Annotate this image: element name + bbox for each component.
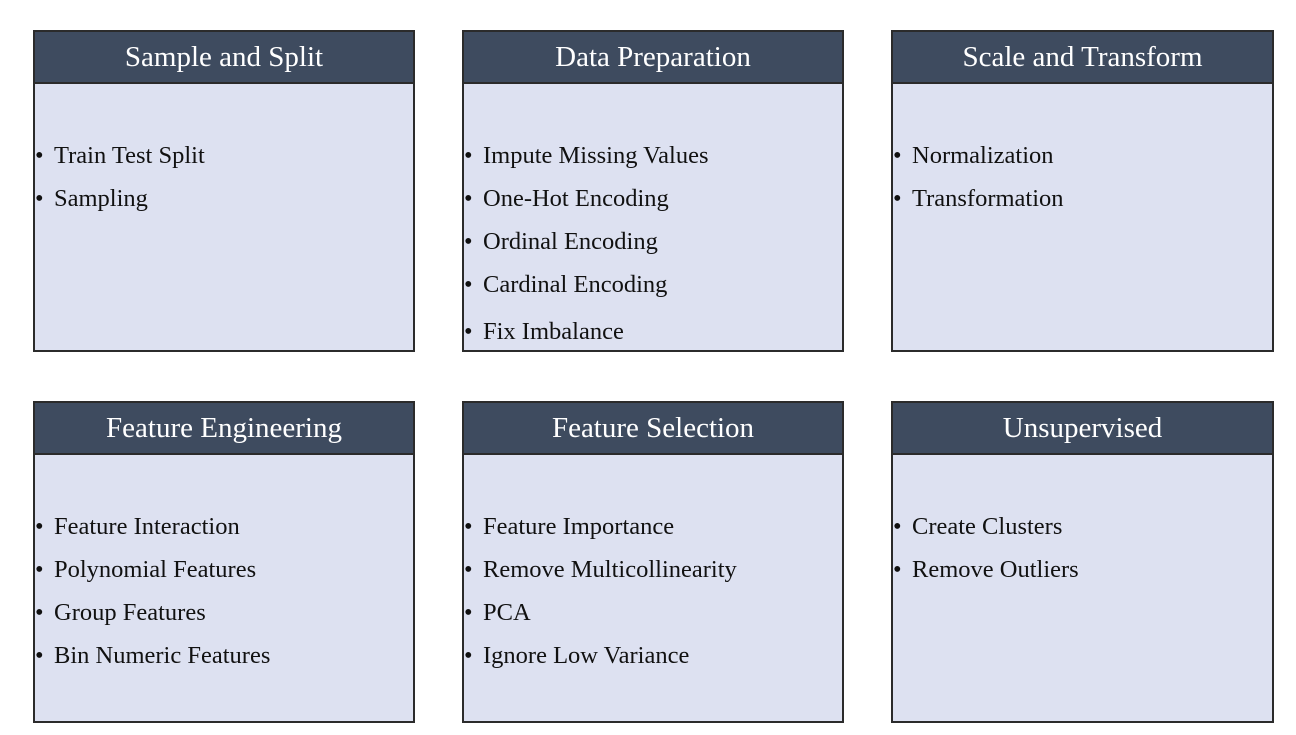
- list-item: • Feature Importance: [464, 505, 842, 548]
- list-item: • Remove Outliers: [893, 548, 1272, 591]
- card-title: Feature Selection: [464, 403, 842, 455]
- bullet-icon: •: [893, 185, 902, 212]
- card-item-list: • Create Clusters • Remove Outliers: [893, 505, 1272, 591]
- card-title: Unsupervised: [893, 403, 1272, 455]
- bullet-icon: •: [464, 228, 473, 255]
- card-item-list: • Feature Importance • Remove Multicollinea…: [464, 505, 842, 677]
- card-title: Sample and Split: [35, 32, 413, 84]
- list-item-label: Normalization: [912, 142, 1054, 169]
- list-item: • Group Features: [35, 591, 413, 634]
- bullet-icon: •: [464, 271, 473, 298]
- bullet-icon: •: [464, 318, 473, 345]
- list-item: • Normalization: [893, 134, 1272, 177]
- list-item: • Ignore Low Variance: [464, 634, 842, 677]
- list-item: • Cardinal Encoding: [464, 263, 842, 306]
- bullet-icon: •: [893, 142, 902, 169]
- card-sample-and-split: Sample and Split • Train Test Split • Sampl…: [33, 30, 415, 352]
- bullet-icon: •: [464, 556, 473, 583]
- bullet-icon: •: [464, 185, 473, 212]
- list-item-label: Remove Outliers: [912, 556, 1079, 583]
- card-feature-engineering: Feature Engineering • Feature Interaction…: [33, 401, 415, 723]
- bullet-icon: •: [35, 599, 44, 626]
- bullet-icon: •: [464, 142, 473, 169]
- bullet-icon: •: [35, 185, 44, 212]
- list-item-label: Impute Missing Values: [483, 142, 709, 169]
- bullet-icon: •: [35, 556, 44, 583]
- card-feature-selection: Feature Selection • Feature Importance • Re…: [462, 401, 844, 723]
- list-item: • PCA: [464, 591, 842, 634]
- list-item-label: Cardinal Encoding: [483, 271, 668, 298]
- card-title: Feature Engineering: [35, 403, 413, 455]
- card-data-preparation: Data Preparation •Impute Missing Values•…: [462, 30, 844, 352]
- bullet-icon: •: [464, 513, 473, 540]
- list-item: • Train Test Split: [35, 134, 413, 177]
- bullet-icon: •: [893, 513, 902, 540]
- card-unsupervised: Unsupervised • Create Clusters • Remove Out…: [891, 401, 1274, 723]
- list-item-label: Fix Imbalance: [483, 318, 624, 345]
- list-item: • Impute Missing Values: [464, 134, 842, 177]
- list-item-label: Feature Importance: [483, 513, 675, 540]
- card-item-list: • Train Test Split • Sampling: [35, 134, 413, 220]
- list-item-label: Bin Numeric Features: [54, 642, 271, 669]
- list-item-label: Remove Multicollinearity: [483, 556, 737, 583]
- bullet-icon: •: [35, 142, 44, 169]
- list-item: • Feature Interaction: [35, 505, 413, 548]
- list-item: • Fix Imbalance: [464, 306, 842, 352]
- card-scale-and-transform: Scale and Transform • Normalization • Trans…: [891, 30, 1274, 352]
- list-item: • One-Hot Encoding: [464, 177, 842, 220]
- list-item-label: Polynomial Features: [54, 556, 257, 583]
- card-item-list: • Normalization • Transformation: [893, 134, 1272, 220]
- card-title: Scale and Transform: [893, 32, 1272, 84]
- list-item: • Transformation: [893, 177, 1272, 220]
- list-item: • Bin Numeric Features: [35, 634, 413, 677]
- card-title: Data Preparation: [464, 32, 842, 84]
- list-item-label: Sampling: [54, 185, 148, 212]
- bullet-icon: •: [35, 642, 44, 669]
- list-item-label: Group Features: [54, 599, 206, 626]
- list-item: • Create Clusters: [893, 505, 1272, 548]
- card-item-list: • Feature Interaction • Polynomial Features…: [35, 505, 413, 677]
- list-item: • Ordinal Encoding: [464, 220, 842, 263]
- list-item-label: PCA: [483, 599, 531, 626]
- bullet-icon: •: [35, 513, 44, 540]
- list-item: • Remove Multicollinearity: [464, 548, 842, 591]
- bullet-icon: •: [464, 642, 473, 669]
- list-item-label: One-Hot Encoding: [483, 185, 669, 212]
- list-item-label: Ordinal Encoding: [483, 228, 658, 255]
- list-item: • Polynomial Features: [35, 548, 413, 591]
- list-item-label: Train Test Split: [54, 142, 205, 169]
- list-item-label: Feature Interaction: [54, 513, 240, 540]
- bullet-icon: •: [464, 599, 473, 626]
- card-item-list: •Impute Missing Values•One-Hot Encoding•…: [464, 134, 842, 352]
- list-item-label: Ignore Low Variance: [483, 642, 690, 669]
- bullet-icon: •: [893, 556, 902, 583]
- list-item-label: Create Clusters: [912, 513, 1063, 540]
- list-item-label: Transformation: [912, 185, 1064, 212]
- list-item: • Sampling: [35, 177, 413, 220]
